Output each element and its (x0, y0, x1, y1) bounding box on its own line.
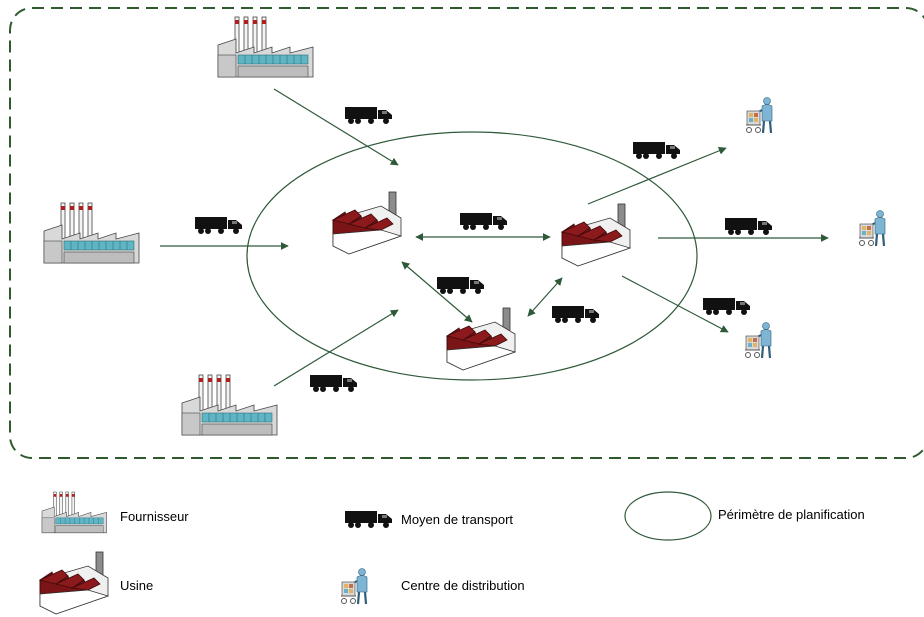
distribution-center-icon-top (744, 96, 774, 135)
arrow-plant-left-plant-bottom (401, 261, 473, 323)
plant-icon-bottom (446, 307, 516, 371)
planning-perimeter-ellipse (246, 131, 698, 381)
truck-icon (310, 375, 357, 392)
legend-truck-icon (345, 511, 392, 528)
plant-icon-right (561, 203, 631, 267)
truck-icon (345, 107, 392, 124)
distribution-center-icon-right (857, 209, 887, 248)
plant-icon-left (332, 191, 402, 255)
legend-plant-label: Usine (120, 578, 154, 593)
arrow-supplier-top-to-plant (273, 88, 399, 166)
arrow-supplier-bottom-to-plant (273, 309, 399, 387)
legend-supplier-label: Fournisseur (120, 509, 189, 524)
legend-distribution-icon (339, 567, 369, 606)
truck-icon (703, 298, 750, 315)
legend-plant-icon (39, 551, 109, 615)
supplier-icon-top (217, 16, 314, 78)
legend-supplier-icon (41, 491, 107, 534)
arrow-plant-bottom-plant-right (527, 277, 563, 317)
supplier-icon-left (43, 202, 140, 264)
network-boundary (9, 7, 924, 459)
legend-transport-label: Moyen de transport (401, 512, 514, 527)
arrow-plant-to-distribution-top (587, 147, 727, 205)
legend-perimeter-ellipse (624, 491, 712, 541)
truck-icon (460, 213, 507, 230)
truck-icon (195, 217, 242, 234)
truck-icon (437, 277, 484, 294)
truck-icon (552, 306, 599, 323)
truck-icon (633, 142, 680, 159)
truck-icon (725, 218, 772, 235)
supplier-icon-bottom (181, 374, 278, 436)
arrow-plant-to-distribution-bottom (621, 275, 729, 333)
legend-distribution-label: Centre de distribution (401, 578, 525, 593)
distribution-center-icon-bottom (743, 321, 773, 360)
legend-perimeter-label: Périmètre de planification (718, 507, 865, 522)
